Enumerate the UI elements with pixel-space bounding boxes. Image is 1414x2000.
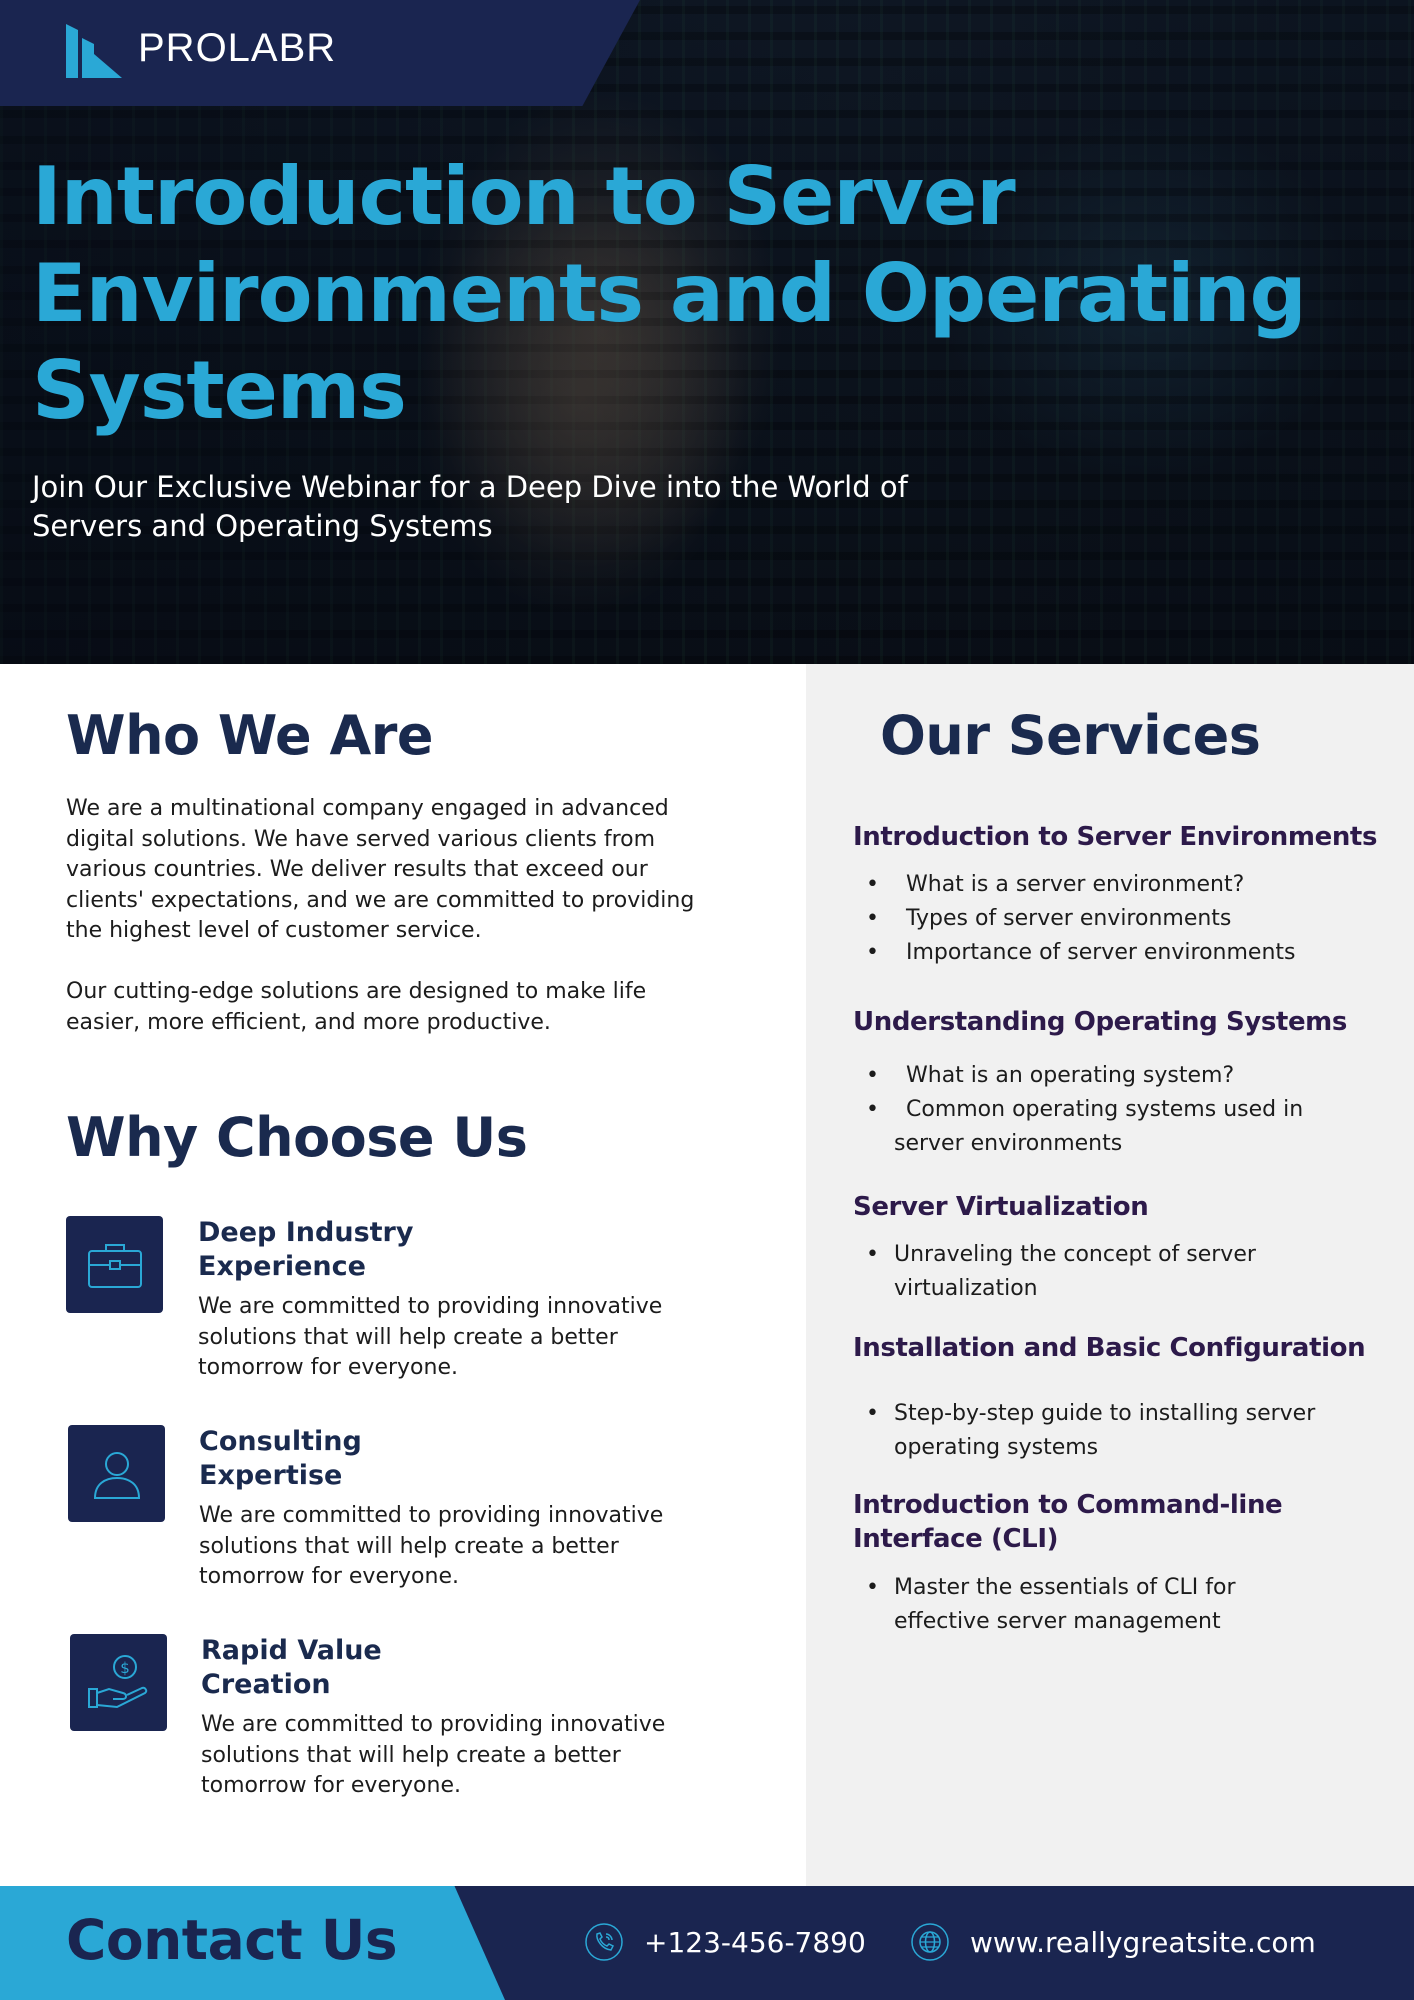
service-list: What is an operating system? Common oper… [866, 1059, 1303, 1161]
feature-title-line: Deep Industry [198, 1217, 414, 1248]
who-we-are-paragraph-1: We are a multinational company engaged i… [66, 794, 766, 947]
feature-icon-box: $ [70, 1634, 167, 1731]
contact-website[interactable]: www.reallygreatsite.com [910, 1922, 1316, 1962]
phone-number[interactable]: +123-456-7890 [644, 1925, 866, 1959]
feature-description-line: solutions that will help create a better [199, 1533, 619, 1559]
service-list-item: Importance of server environments [866, 936, 1295, 970]
service-list-item: Unraveling the concept of server [866, 1238, 1256, 1272]
feature-description-line: solutions that will help create a better [198, 1324, 618, 1350]
svg-text:$: $ [120, 1659, 130, 1677]
hero-title-line: Introduction to Server [32, 150, 1016, 243]
service-section-title: Introduction to Server Environments [853, 822, 1378, 852]
service-section-title: Installation and Basic Configuration [853, 1333, 1366, 1363]
logo-bar [0, 0, 640, 106]
service-section-title-line: Interface (CLI) [853, 1524, 1059, 1554]
hero-subtitle-line: Servers and Operating Systems [32, 509, 493, 543]
footer: Contact Us +123-456-7890 www.reallygreat… [0, 1886, 1414, 2000]
service-section-title: Introduction to Command-line Interface (… [853, 1488, 1283, 1556]
feature-title: Deep Industry Experience [198, 1216, 413, 1284]
feature-title-line: Expertise [199, 1460, 343, 1491]
user-icon [93, 1451, 140, 1499]
phone-icon [585, 1923, 623, 1961]
service-list-item-continuation: virtualization [894, 1276, 1038, 1301]
why-choose-us-heading: Why Choose Us [66, 1106, 528, 1169]
hand-coin-icon: $ [87, 1654, 147, 1708]
service-list-item: Step-by-step guide to installing server [866, 1397, 1315, 1431]
feature-title-line: Consulting [199, 1426, 362, 1457]
feature-title: Consulting Expertise [199, 1425, 362, 1493]
contact-us-heading: Contact Us [66, 1908, 398, 1972]
service-list: Step-by-step guide to installing server … [866, 1397, 1315, 1465]
service-list-item: Master the essentials of CLI for [866, 1571, 1236, 1605]
paragraph-line: Our cutting-edge solutions are designed … [66, 979, 647, 1004]
briefcase-icon [87, 1243, 142, 1288]
paragraph-line: digital solutions. We have served variou… [66, 826, 656, 852]
feature-description-line: tomorrow for everyone. [199, 1564, 459, 1589]
hero-subtitle-line: Join Our Exclusive Webinar for a Deep Di… [32, 470, 908, 504]
hero-title: Introduction to Server Environments and … [32, 148, 1402, 439]
feature-title-line: Rapid Value [201, 1635, 382, 1666]
feature-description-line: tomorrow for everyone. [201, 1773, 461, 1798]
feature-description-line: solutions that will help create a better [201, 1742, 621, 1768]
service-list: Master the essentials of CLI for effecti… [866, 1571, 1236, 1639]
contact-banner [0, 1886, 505, 2000]
service-list-item-continuation: server environments [894, 1131, 1123, 1156]
feature-icon-box [68, 1425, 165, 1522]
contact-phone[interactable]: +123-456-7890 [584, 1922, 866, 1962]
service-section-title-line: Introduction to Command-line [853, 1490, 1283, 1520]
feature-description-line: We are committed to providing innovative [198, 1294, 663, 1319]
globe-icon [911, 1923, 949, 1961]
service-list: Unraveling the concept of server virtual… [866, 1238, 1256, 1306]
paragraph-line: various countries. We deliver results th… [66, 857, 648, 882]
hero-banner: PROLABR Introduction to Server Environme… [0, 0, 1414, 664]
service-section-title: Understanding Operating Systems [853, 1007, 1347, 1037]
feature-description-line: tomorrow for everyone. [198, 1355, 458, 1380]
paragraph-line: clients' expectations, and we are commit… [66, 887, 695, 913]
who-we-are-paragraph-2: Our cutting-edge solutions are designed … [66, 977, 766, 1038]
logo-mark-icon [66, 24, 122, 78]
our-services-heading: Our Services [880, 704, 1261, 767]
feature-title: Rapid Value Creation [201, 1634, 382, 1702]
feature-description-line: We are committed to providing innovative [199, 1503, 664, 1528]
brand-name: PROLABR [138, 26, 337, 70]
feature-description: We are committed to providing innovative… [199, 1501, 759, 1593]
feature-description-line: We are committed to providing innovative [201, 1712, 666, 1737]
feature-title-line: Experience [198, 1251, 366, 1282]
who-we-are-heading: Who We Are [66, 704, 434, 767]
website-link[interactable]: www.reallygreatsite.com [970, 1925, 1316, 1959]
paragraph-line: easier, more efficient, and more product… [66, 1009, 551, 1035]
paragraph-line: We are a multinational company engaged i… [66, 796, 669, 821]
service-list-item: What is a server environment? [866, 868, 1295, 902]
feature-title-line: Creation [201, 1669, 331, 1700]
hero-subtitle: Join Our Exclusive Webinar for a Deep Di… [32, 468, 1032, 546]
hero-overlay [0, 0, 1414, 664]
service-list: What is a server environment? Types of s… [866, 868, 1295, 970]
service-list-item-continuation: effective server management [894, 1609, 1221, 1634]
hero-title-line: Environments and Operating [32, 247, 1307, 340]
service-list-item-continuation: operating systems [894, 1435, 1099, 1460]
service-list-item: Common operating systems used in [866, 1093, 1303, 1127]
service-list-item: What is an operating system? [866, 1059, 1303, 1093]
hero-title-line: Systems [32, 344, 407, 437]
feature-description: We are committed to providing innovative… [198, 1292, 758, 1384]
paragraph-line: the highest level of customer service. [66, 918, 482, 943]
feature-icon-box [66, 1216, 163, 1313]
feature-description: We are committed to providing innovative… [201, 1710, 761, 1802]
service-section-title: Server Virtualization [853, 1192, 1149, 1222]
service-list-item: Types of server environments [866, 902, 1295, 936]
